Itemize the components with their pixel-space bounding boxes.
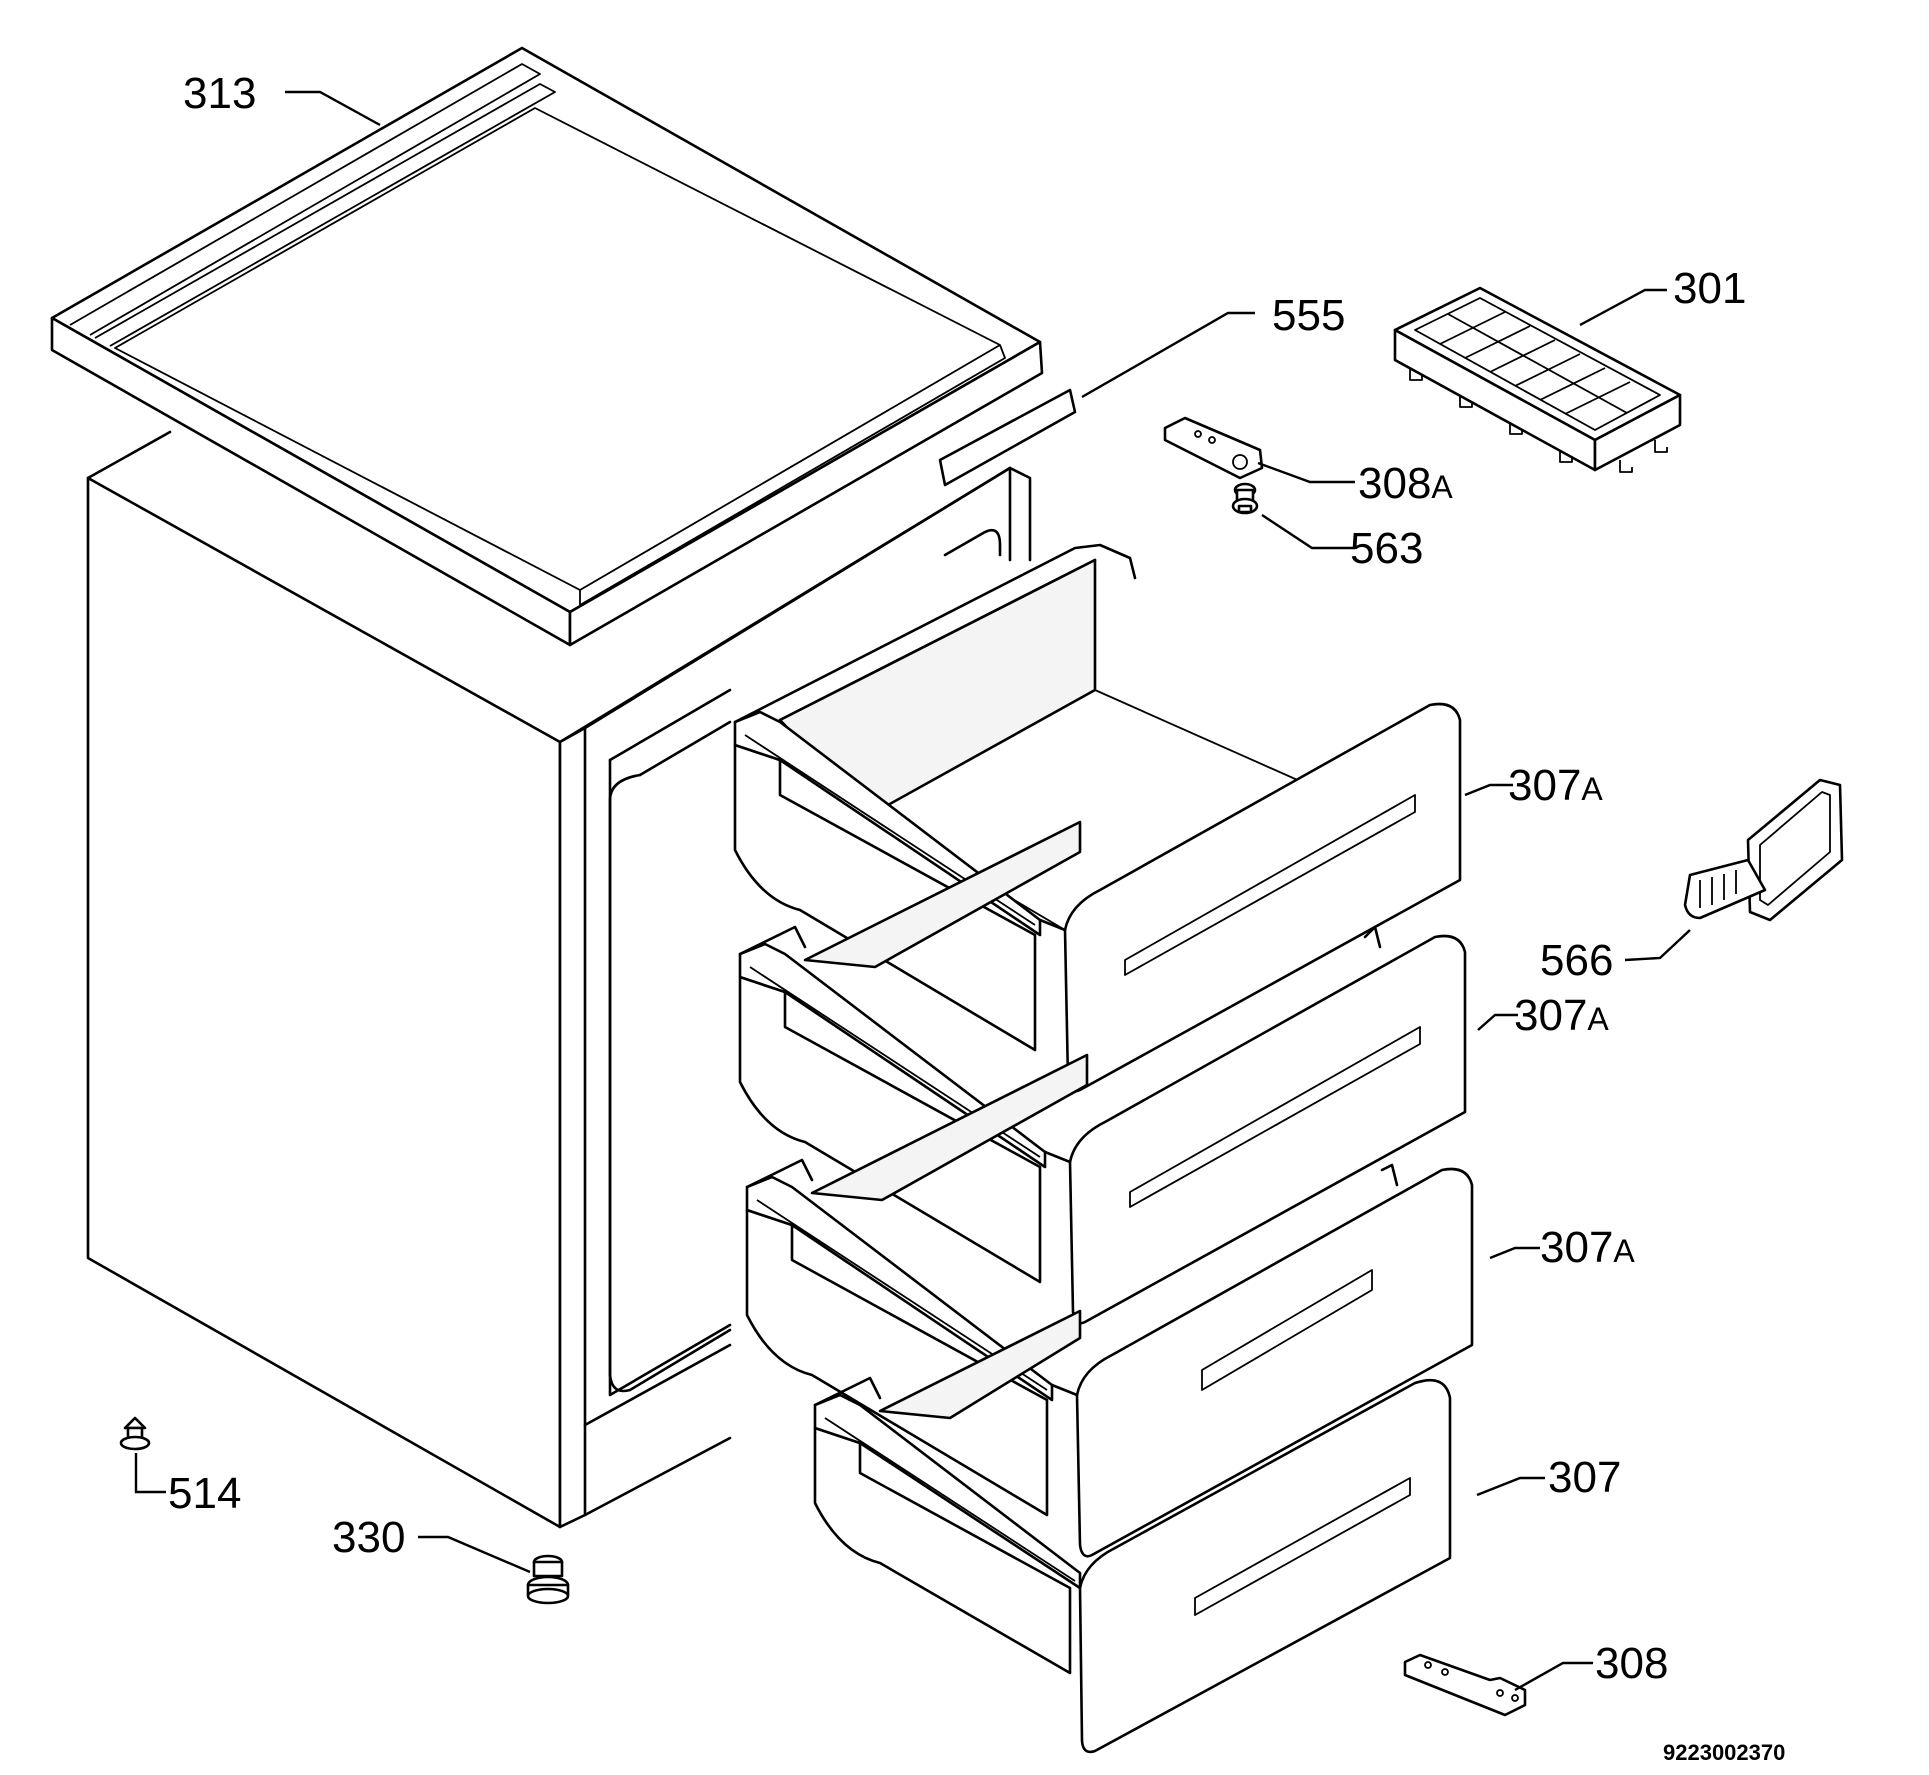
lower-hinge-bracket bbox=[1403, 1653, 1527, 1717]
label-566: 566 bbox=[1540, 936, 1613, 985]
drawer-3 bbox=[745, 1053, 1474, 1558]
drawer-2 bbox=[738, 820, 1467, 1325]
label-555: 555 bbox=[1272, 291, 1345, 340]
foot-330 bbox=[526, 1554, 570, 1605]
label-307: 307 bbox=[1548, 1453, 1621, 1502]
label-313: 313 bbox=[183, 69, 256, 118]
upper-hinge-bracket bbox=[1163, 416, 1264, 480]
callout-labels: 313 555 301 308A 563 307A 307A 307A 307 … bbox=[168, 69, 1785, 1765]
ice-cube-tray bbox=[1393, 286, 1682, 473]
cabinet-body bbox=[86, 430, 1032, 1529]
ice-scraper bbox=[1683, 778, 1844, 922]
top-cover bbox=[50, 46, 1044, 647]
label-563: 563 bbox=[1350, 524, 1423, 573]
hinge-pin bbox=[1231, 482, 1259, 515]
foot-514 bbox=[119, 1416, 151, 1451]
label-514: 514 bbox=[168, 1469, 241, 1518]
drawer-4 bbox=[813, 1309, 1452, 1754]
label-308: 308 bbox=[1595, 1639, 1668, 1688]
strip-part bbox=[938, 388, 1077, 487]
label-330: 330 bbox=[332, 1513, 405, 1562]
label-301: 301 bbox=[1673, 264, 1746, 313]
label-308a: 308A bbox=[1358, 459, 1453, 508]
document-number: 9223002370 bbox=[1663, 1740, 1785, 1765]
label-307a-3: 307A bbox=[1540, 1223, 1635, 1272]
label-307a-2: 307A bbox=[1514, 991, 1609, 1040]
leader-lines bbox=[134, 90, 1691, 1692]
label-307a-1: 307A bbox=[1508, 761, 1603, 810]
